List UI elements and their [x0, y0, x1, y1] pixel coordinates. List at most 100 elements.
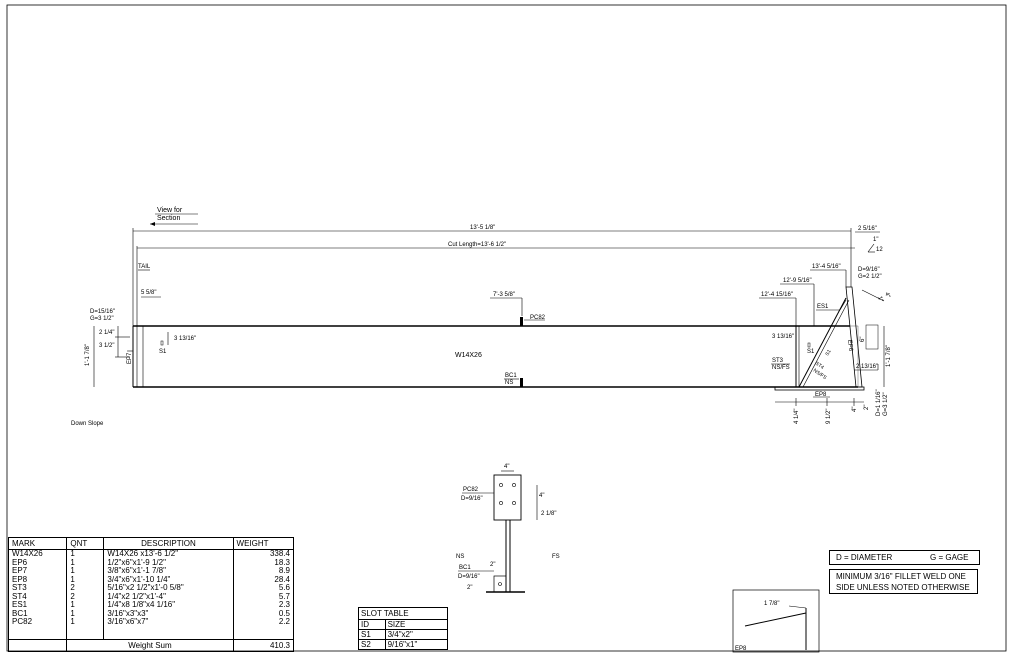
detail-bc1-hole: D=9/16" — [458, 574, 480, 580]
cut-length-label: Cut Length=13'-6 1/2" — [448, 242, 506, 248]
section-label: Section — [157, 215, 180, 222]
detail-ns: NS — [456, 554, 464, 560]
st4-label: ST4 — [814, 361, 825, 371]
weight-sum-label: Weight Sum — [66, 638, 234, 652]
pc82-callout: PC82 — [530, 315, 546, 321]
bom-description: 3/16"x6"x7" — [103, 617, 234, 627]
right-dim-3-13-16: 3 13/16" — [772, 334, 794, 340]
bom-header-mark: MARK — [7, 537, 67, 550]
left-gage: G=3 1/2" — [90, 316, 114, 322]
sheet-border — [6, 4, 1007, 652]
view-label: View for — [157, 207, 183, 214]
dim-2-5-16: 2 5/16" — [858, 226, 877, 232]
bom-description: 3/4"x6"x1'-10 1/4" — [103, 575, 234, 584]
ep8-detail-box — [732, 589, 820, 653]
bom-qnt: 1 — [66, 600, 104, 610]
ep8-detail-label: EP8 — [735, 646, 747, 652]
bom-description: W14X26 x13'-6 1/2" — [103, 549, 234, 559]
bom-weight: 8.9 — [232, 566, 295, 576]
bom-description: 1/4"x8 1/8"x4 1/16" — [103, 600, 234, 610]
left-depth: 1'-1 7/8" — [85, 344, 91, 366]
slot-header-size: SIZE — [384, 619, 449, 630]
bom-qnt: 1 — [66, 609, 104, 618]
bom-qnt: 1 — [66, 575, 104, 584]
right-slot-s1 — [807, 342, 811, 348]
bom-mark: EP6 — [7, 558, 67, 567]
bom-mark: PC82 — [7, 617, 67, 627]
bom-weight: 5.6 — [232, 583, 295, 593]
bottom-dim-9-1-2: 9 1/2" — [826, 409, 832, 424]
dim-13-4-5-16: 13'-4 5/16" — [812, 264, 841, 270]
ep8-base-plate — [774, 386, 865, 391]
weight-sum-value: 410.3 — [232, 638, 295, 652]
bom-mark: EP8 — [7, 575, 67, 584]
left-hole-diameter: D=15/16" — [90, 309, 115, 315]
bom-sum-row: Weight Sum 410.3 — [7, 638, 295, 652]
ns-callout: NS — [505, 380, 513, 386]
bc1-clip — [520, 378, 523, 387]
right-dim-1: 1" — [876, 296, 884, 303]
left-slot-s1 — [160, 340, 164, 346]
bom-header-description: DESCRIPTION — [103, 537, 234, 550]
bom-weight: 18.3 — [232, 558, 295, 567]
dim-7-3-5-8: 7'-3 5/8" — [493, 292, 515, 298]
bc1-callout: BC1 — [505, 373, 517, 379]
bom-weight: 0.5 — [232, 609, 295, 618]
pc82-detail-plate — [493, 474, 522, 521]
bom-qnt: 2 — [66, 592, 104, 601]
detail-pc82-label: PC82 — [463, 487, 479, 493]
bom-description: 1/4"x2 1/2"x1'-4" — [103, 592, 234, 601]
es1-plate — [865, 324, 879, 350]
slope-run: 12 — [876, 247, 883, 253]
slot-header-id: ID — [358, 619, 386, 630]
bottom-dim-4-1-4: 4 1/4" — [794, 409, 800, 424]
dim-5-5-8: 5 5/8" — [141, 290, 156, 296]
right-depth: 1'-1 7/8" — [886, 345, 892, 367]
bom-qnt: 1 — [66, 617, 104, 627]
weld-note-line-1: MINIMUM 3/16" FILLET WELD ONE — [836, 572, 966, 581]
ep8-label: EP8 — [815, 392, 827, 398]
bom-mark: ES1 — [7, 600, 67, 610]
bom-spacer-row — [7, 626, 295, 639]
detail-pc82-hole: D=9/16" — [461, 496, 483, 502]
left-s1-label: S1 — [159, 349, 167, 355]
ep7-label: EP7 — [127, 352, 133, 364]
slope-triangle — [867, 243, 875, 253]
right-dim-4: 4" — [883, 292, 891, 299]
st4-diagonal — [798, 297, 847, 388]
bom-description: 1/2"x6"x1'-9 1/2" — [103, 558, 234, 567]
right-hole-diameter-2: D=1 1/16" — [876, 389, 882, 416]
detail-bc1-label: BC1 — [459, 565, 471, 571]
bom-mark: BC1 — [7, 609, 67, 618]
bom-mark: ST3 — [7, 583, 67, 593]
down-slope-note: Down Slope — [71, 421, 104, 427]
bom-mark: W14X26 — [7, 549, 67, 559]
bottom-dim-2: 2" — [864, 405, 870, 410]
bom-qnt: 1 — [66, 566, 104, 576]
bom-description: 5/16"x2 1/2"x1'-0 5/8" — [103, 583, 234, 593]
left-dim-3-1-2: 3 1/2" — [99, 343, 114, 349]
dim-6: 6" — [860, 337, 866, 342]
bom-mark: EP7 — [7, 566, 67, 576]
bc1-detail-clip — [493, 575, 507, 593]
bom-qnt: 1 — [66, 549, 104, 559]
detail-width-4: 4" — [504, 464, 509, 470]
abbreviation-legend: D = DIAMETER G = GAGE — [829, 550, 980, 565]
slot-id: S1 — [358, 629, 386, 640]
beam-mark: W14X26 — [455, 352, 482, 359]
bom-qnt: 2 — [66, 583, 104, 593]
legend-gage: G = GAGE — [930, 553, 969, 562]
dim-12-9-5-16: 12'-9 5/16" — [783, 278, 812, 284]
st3-label: ST3 — [772, 358, 784, 364]
